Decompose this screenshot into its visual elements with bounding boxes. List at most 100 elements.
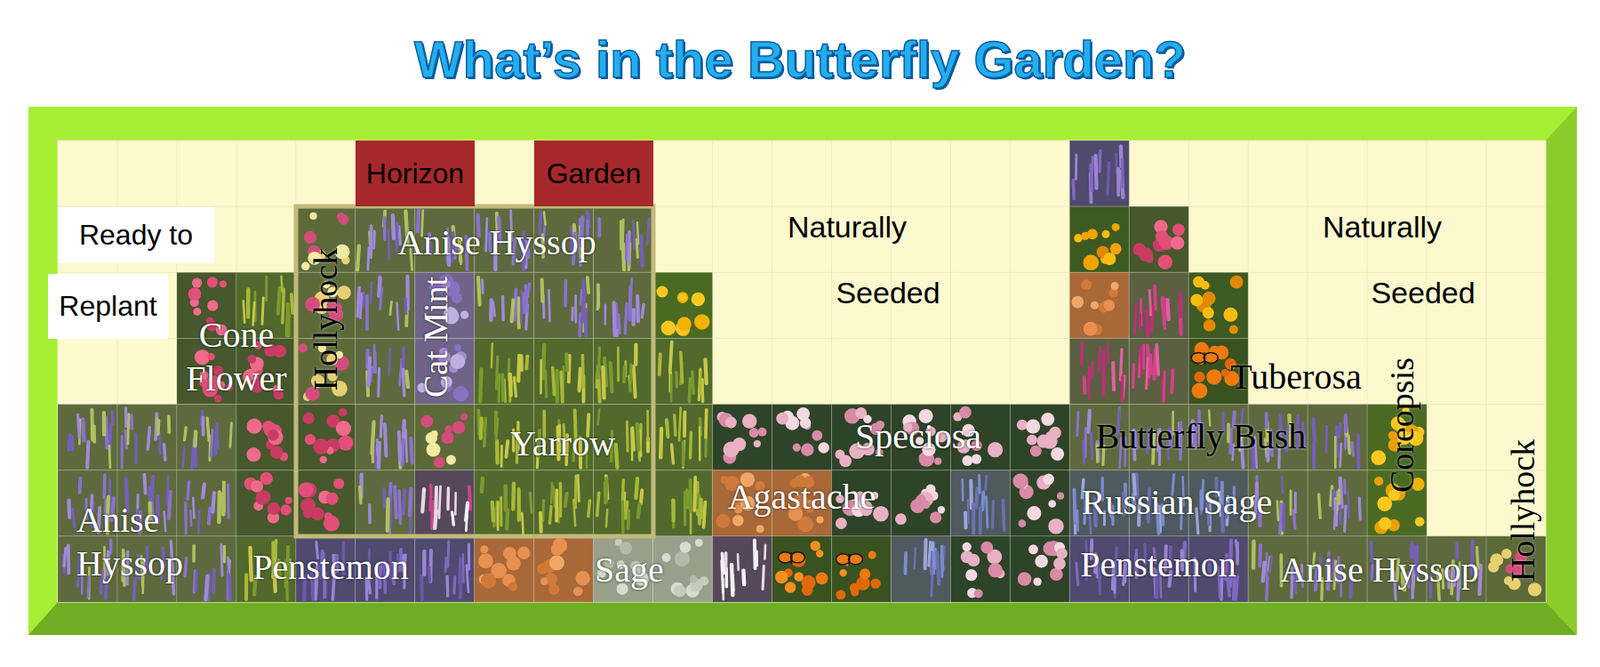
flower-spike xyxy=(625,421,630,451)
flower-spike xyxy=(682,411,687,436)
flower-spike xyxy=(704,359,706,384)
flower-spike xyxy=(640,489,642,504)
flower-spike xyxy=(422,551,426,575)
flower-spike xyxy=(495,440,500,464)
flower-spike xyxy=(580,289,582,305)
flower-spike xyxy=(674,415,676,436)
flower-head xyxy=(270,445,284,459)
flower-spike xyxy=(125,430,127,448)
flower-spike xyxy=(904,552,908,574)
flower-spike xyxy=(1294,492,1297,512)
flower-spike xyxy=(1120,160,1125,188)
flower-spike xyxy=(183,446,185,467)
flower-head xyxy=(680,541,692,553)
plant-photo-tile xyxy=(1188,272,1248,338)
flower-head xyxy=(1017,519,1026,528)
flower-head xyxy=(192,307,201,316)
flower-head xyxy=(792,443,801,452)
flower-head xyxy=(338,408,348,417)
flower-spike xyxy=(108,445,112,467)
flower-spike xyxy=(641,304,644,318)
flower-head xyxy=(1378,517,1392,530)
flower-head xyxy=(312,438,329,455)
flower-head xyxy=(1017,571,1032,586)
flower-spike xyxy=(1340,443,1342,467)
flower-spike xyxy=(490,343,494,368)
flower-spike xyxy=(529,492,532,512)
tile-ground xyxy=(296,404,356,471)
flower-head xyxy=(548,584,560,595)
flower-spike xyxy=(538,512,544,532)
plant-photo-tile xyxy=(1009,536,1070,602)
flower-head xyxy=(285,496,293,504)
flower-spike xyxy=(598,347,600,378)
flower-spike xyxy=(976,488,977,508)
tile-ground xyxy=(117,404,177,471)
flower-spike xyxy=(525,285,528,311)
flower-spike xyxy=(630,278,632,301)
flower-spike xyxy=(940,545,944,577)
flower-spike xyxy=(704,409,708,438)
flower-spike xyxy=(582,304,584,321)
tile-ground xyxy=(772,404,832,471)
flower-head xyxy=(1048,518,1064,535)
flower-spike xyxy=(581,355,585,388)
flower-spike xyxy=(385,498,391,530)
plant-photo-tile xyxy=(415,470,475,536)
flower-head xyxy=(961,542,971,552)
flower-spike xyxy=(380,416,382,438)
flower-spike xyxy=(612,302,617,336)
flower-spike xyxy=(226,484,231,518)
flower-spike xyxy=(635,478,638,498)
plant-photo-tile xyxy=(415,536,475,602)
flower-spike xyxy=(155,417,160,434)
flower-head xyxy=(1082,254,1099,271)
grid-line xyxy=(57,140,1546,142)
flower-spike xyxy=(588,500,591,517)
flower-head xyxy=(868,550,877,559)
flower-head xyxy=(776,412,789,425)
flower-spike xyxy=(621,501,625,533)
flower-head xyxy=(460,412,468,420)
flower-spike xyxy=(124,408,128,427)
flower-spike xyxy=(606,509,608,528)
flower-spike xyxy=(967,499,970,523)
flower-spike xyxy=(446,488,450,510)
flower-spike xyxy=(574,296,577,322)
flower-spike xyxy=(78,478,83,493)
flower-head xyxy=(280,504,291,515)
tile-ground xyxy=(415,404,475,471)
flower-spike xyxy=(1263,561,1265,581)
flower-spike xyxy=(671,500,676,521)
flower-spike xyxy=(624,303,627,334)
flower-spike xyxy=(1088,410,1089,432)
garden-ground xyxy=(57,140,1546,602)
flower-head xyxy=(549,554,565,570)
flower-head xyxy=(1056,492,1064,500)
flower-spike xyxy=(520,290,523,323)
tile-ground xyxy=(57,404,118,471)
area-label: Seeded xyxy=(1370,274,1475,312)
tile-ground xyxy=(950,536,1010,602)
flower-spike xyxy=(1312,441,1317,467)
flower-spike xyxy=(1134,303,1136,334)
plant-photo-tile xyxy=(1069,206,1129,272)
flower-head xyxy=(1202,306,1215,319)
flower-head xyxy=(1221,368,1230,377)
plant-photo-tile xyxy=(415,404,475,471)
flower-spike xyxy=(928,541,931,566)
flower-head xyxy=(835,517,848,529)
tile-ground xyxy=(653,404,713,471)
plant-photo-tile xyxy=(1009,404,1070,471)
flower-head xyxy=(677,291,689,304)
flower-spike xyxy=(539,360,543,393)
flower-spike xyxy=(638,504,640,517)
flower-spike xyxy=(597,292,600,310)
flower-head xyxy=(267,429,283,445)
flower-spike xyxy=(372,231,376,248)
flower-spike xyxy=(565,493,568,506)
flower-spike xyxy=(552,486,555,506)
flower-spike xyxy=(630,364,632,392)
flower-spike xyxy=(405,429,407,462)
flower-spike xyxy=(208,507,211,523)
